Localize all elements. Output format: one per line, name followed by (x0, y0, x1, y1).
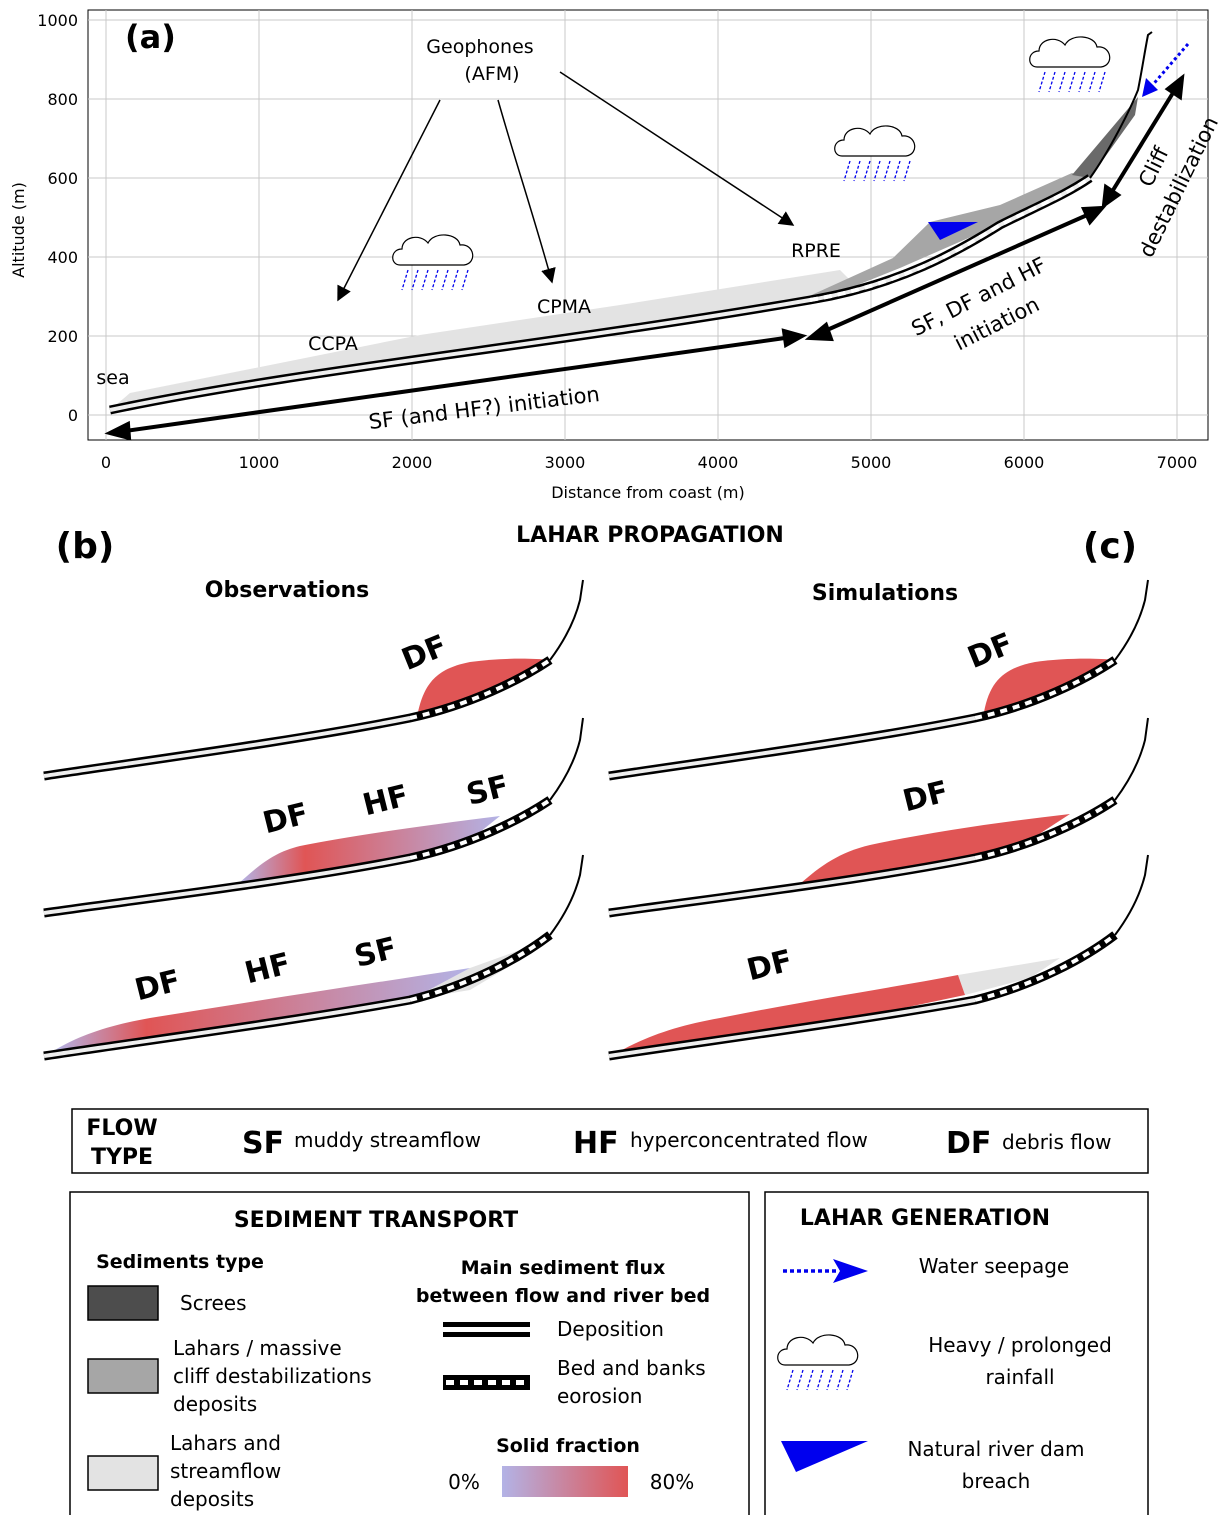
flow-type-legend: FLOW TYPE SF muddy streamflow HF hyperco… (71, 1108, 1149, 1174)
flux-title: Main sediment flux (461, 1257, 665, 1279)
swatch-lahars-streamflow (87, 1455, 159, 1491)
flow-abbr-df: DF (946, 1126, 991, 1161)
flow-label: SF (463, 769, 512, 813)
y-axis-label: Altitude (m) (9, 182, 28, 278)
rain-cloud-icon (777, 1334, 859, 1391)
flow-label: DF (131, 963, 184, 1008)
simulations-title: Simulations (812, 581, 958, 606)
panel-b-row-3: DF HF SF (43, 854, 584, 1061)
flow-label: DF (743, 943, 796, 988)
rain-cloud-icon (392, 234, 474, 291)
sediment-transport-title: SEDIMENT TRANSPORT (234, 1208, 518, 1233)
y-tick: 800 (47, 90, 78, 109)
erosion-label: Bed and banks (557, 1356, 706, 1380)
flow-label: DF (899, 774, 952, 819)
panel-label-b: (b) (56, 526, 115, 567)
flow-label: DF (963, 626, 1018, 675)
x-tick: 5000 (851, 453, 892, 472)
x-tick: 4000 (698, 453, 739, 472)
flow-label: DF (397, 628, 452, 677)
solid-fraction-title: Solid fraction (496, 1435, 640, 1457)
panel-a: 0 1000 2000 3000 4000 5000 6000 7000 0 2… (9, 9, 1223, 502)
seepage-arrow-icon (783, 1259, 868, 1283)
rain-cloud-icon (834, 125, 916, 182)
seepage-arrow-icon (1148, 43, 1190, 89)
geophones-label: Geophones (426, 36, 533, 58)
x-tick: 3000 (545, 453, 586, 472)
rain-cloud-icon (1029, 36, 1111, 93)
panel-c-row-1: DF (608, 579, 1149, 781)
deposition-symbol (443, 1322, 530, 1337)
flux-title: between flow and river bed (416, 1285, 710, 1307)
x-axis-label: Distance from coast (m) (551, 483, 745, 502)
sediments-type-title: Sediments type (96, 1251, 264, 1273)
swatch-label: Screes (180, 1291, 247, 1315)
deposition-label: Deposition (557, 1317, 664, 1341)
x-tick: 7000 (1157, 453, 1198, 472)
scree-deposit (1072, 97, 1138, 178)
y-tick: 200 (47, 327, 78, 346)
x-tick: 6000 (1004, 453, 1045, 472)
flow-desc-hf: hyperconcentrated flow (630, 1128, 868, 1152)
panel-b-row-1: DF (43, 579, 584, 781)
swatch-label: cliff destabilizations (173, 1364, 372, 1388)
cliff-line (1089, 31, 1153, 179)
rainfall-label: rainfall (985, 1365, 1054, 1389)
station-rpre: RPRE (791, 240, 841, 262)
solid-fraction-colorbar (502, 1466, 628, 1497)
panel-c-row-3: DF (608, 854, 1149, 1061)
swatch-label: Lahars and (170, 1431, 281, 1455)
sea-label: sea (96, 367, 129, 389)
flow-abbr-hf: HF (573, 1126, 619, 1161)
x-tick: 2000 (392, 453, 433, 472)
flow-abbr-sf: SF (242, 1126, 284, 1161)
swatch-label: Lahars / massive (173, 1336, 342, 1360)
dam-breach-label: Natural river dam (907, 1437, 1084, 1461)
sediment-transport-legend: SEDIMENT TRANSPORT Sediments type Screes… (69, 1191, 750, 1515)
solid-min-label: 0% (448, 1470, 480, 1494)
flow-desc-df: debris flow (1002, 1130, 1111, 1154)
dam-breach (928, 222, 978, 240)
panel-label-c: (c) (1083, 526, 1137, 567)
y-tick: 1000 (37, 11, 78, 30)
lahar-generation-title: LAHAR GENERATION (800, 1206, 1050, 1231)
rainfall-label: Heavy / prolonged (928, 1333, 1112, 1357)
swatch-label: streamflow (170, 1459, 281, 1483)
swatch-label: deposits (173, 1392, 257, 1416)
panel-label-a: (a) (125, 18, 176, 56)
x-tick: 1000 (239, 453, 280, 472)
flow-label: HF (359, 778, 412, 823)
solid-max-label: 80% (650, 1470, 694, 1494)
flow-desc-sf: muddy streamflow (294, 1128, 481, 1152)
seepage-label: Water seepage (919, 1254, 1069, 1278)
sf-initiation-label: SF (and HF?) initiation (367, 382, 601, 434)
y-tick: 600 (47, 169, 78, 188)
station-cpma: CPMA (537, 296, 591, 318)
geophones-label: (AFM) (464, 63, 519, 85)
flow-label: SF (351, 931, 400, 975)
panel-b-row-2: DF HF SF (43, 717, 584, 918)
flow-type-title: TYPE (91, 1145, 153, 1170)
dam-breach-icon (781, 1441, 868, 1472)
flow-label: HF (241, 946, 294, 991)
x-tick: 0 (101, 453, 111, 472)
swatch-label: deposits (170, 1487, 254, 1511)
erosion-symbol (443, 1375, 530, 1390)
flow-type-title: FLOW (86, 1116, 157, 1141)
erosion-label: eorosion (557, 1384, 642, 1408)
flow-label: DF (259, 796, 312, 841)
medium-deposit (805, 173, 1090, 300)
station-ccpa: CCPA (308, 333, 358, 355)
lahar-generation-legend: LAHAR GENERATION Water seepage Heavy / p… (764, 1191, 1149, 1515)
y-tick: 400 (47, 248, 78, 267)
lahar-propagation-title: LAHAR PROPAGATION (516, 523, 784, 548)
swatch-lahars-massive (87, 1358, 159, 1394)
y-tick: 0 (68, 406, 78, 425)
dam-breach-label: breach (962, 1469, 1031, 1493)
plot-frame (87, 9, 1209, 441)
observations-title: Observations (205, 578, 369, 603)
panel-c-row-2: DF (608, 717, 1149, 918)
swatch-screes (87, 1285, 159, 1321)
